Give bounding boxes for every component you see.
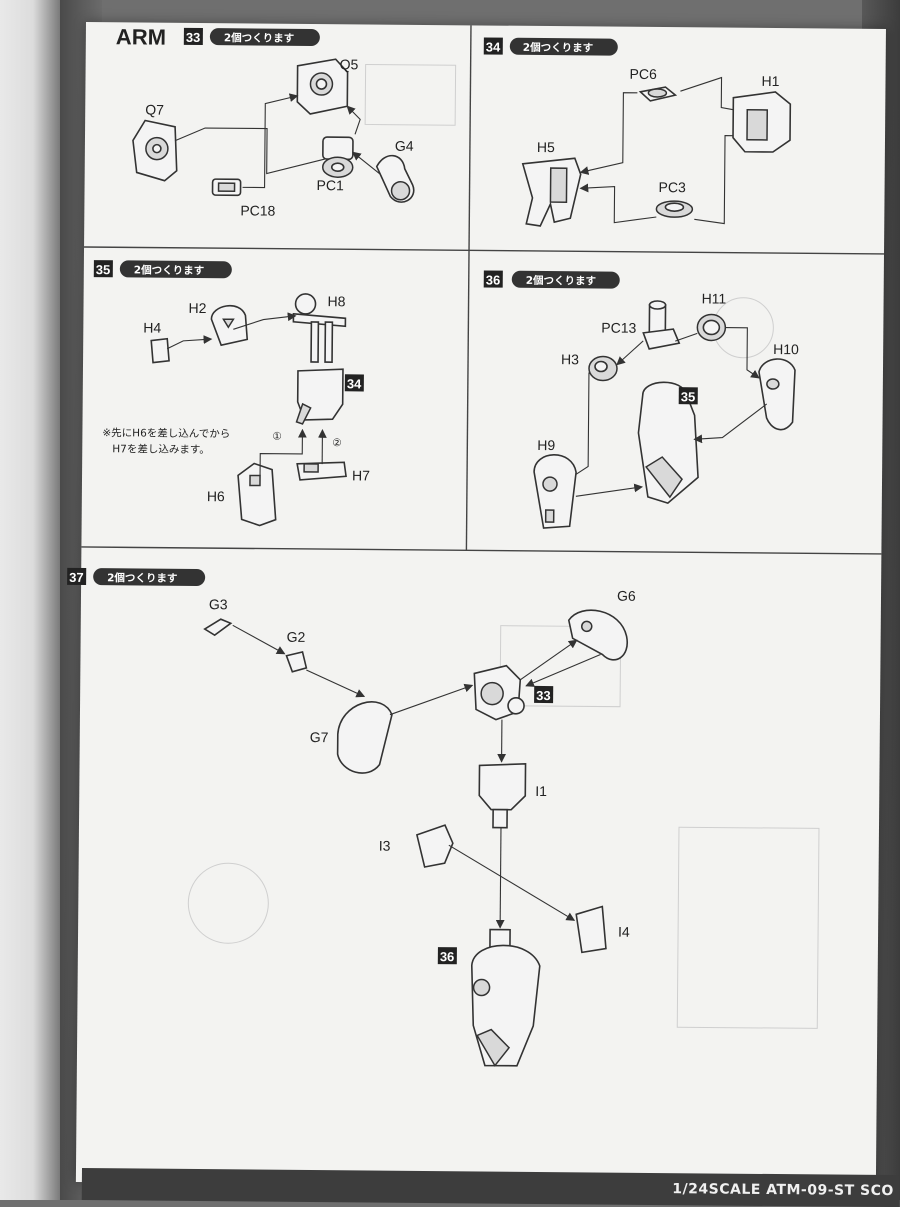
part-label-g3: G3 [209,596,228,612]
part-label-pc3: PC3 [659,179,687,195]
part-pc13-drawing [643,301,679,349]
step-number: 37 [69,570,84,585]
assembly-note-line2: H7を差し込みます。 [112,442,210,456]
part-36-assembly-drawing: 36 [437,929,540,1066]
part-label-g6: G6 [617,588,636,604]
part-h4-drawing [151,339,169,363]
part-label-h10: H10 [773,341,799,357]
step-number: 36 [486,272,501,287]
part-label-i3: I3 [379,838,391,854]
part-h6-drawing [238,463,277,525]
assembly-ref: 34 [347,376,362,391]
part-h11-drawing [697,314,725,340]
part-h3-drawing [589,356,617,380]
part-q7-drawing [133,120,178,180]
part-label-g7: G7 [310,729,329,745]
step-number: 34 [486,39,501,54]
part-33-assembly-drawing: 33 [474,665,553,720]
part-label-h2: H2 [188,300,206,316]
part-h9-drawing [534,455,577,529]
part-pc18-drawing [212,179,240,195]
assembly-ref: 36 [440,949,455,964]
instruction-sheet: ARM 33 2個つくります [76,22,886,1189]
part-pc3-drawing [656,201,692,217]
badge-text: 2個つくります [224,31,294,45]
part-g6-drawing [568,610,627,660]
order-mark-1: ① [272,431,282,443]
part-g3-drawing [205,619,231,635]
part-h10-drawing [758,359,795,430]
part-34-assembly-drawing: 34 [297,369,364,425]
part-g2-drawing [286,652,306,672]
part-i3-drawing [417,825,453,867]
part-label-h9: H9 [537,437,555,453]
part-g4-drawing [376,155,414,202]
assembly-ref: 35 [681,389,696,404]
part-h2-drawing [211,306,247,346]
assembly-ref: 33 [536,688,551,703]
part-h1-drawing [733,92,791,152]
adjacent-left-page [0,0,60,1200]
part-pc1-drawing [323,137,353,177]
step-33-panel: ARM 33 2個つくります [114,24,415,220]
part-h5-drawing [522,158,581,227]
part-label-g2: G2 [287,629,306,645]
part-label-i4: I4 [618,924,630,940]
order-mark-2: ② [332,437,342,449]
part-label-h3: H3 [561,351,579,367]
badge-text: 2個つくります [134,263,204,277]
badge-text: 2個つくります [523,41,593,55]
part-label-h6: H6 [207,488,225,504]
part-label-g4: G4 [395,138,414,154]
assembly-note-line1: ※先にH6を差し込んでから [102,426,230,440]
part-label-pc13: PC13 [601,320,636,336]
step-number: 35 [96,262,111,277]
show-through-ghosting [187,63,825,1028]
part-label-pc1: PC1 [317,177,345,193]
part-label-h7: H7 [352,467,370,483]
part-35-assembly-drawing: 35 [638,382,699,503]
footer-band: 1/24SCALE ATM-09-ST SCO [82,1168,900,1207]
step-37-panel: 37 2個つくります 33 [63,568,636,1067]
part-g7-drawing [337,702,392,774]
step-36-panel: 36 2個つくります 35 [482,270,800,530]
part-i1-drawing [479,763,526,827]
part-i4-drawing [576,906,606,952]
part-label-q7: Q7 [145,102,164,118]
step-34-panel: 34 2個つくります PC6 H1 H5 PC3 [482,37,791,228]
part-label-h1: H1 [761,73,779,89]
part-label-pc18: PC18 [240,202,275,218]
badge-text: 2個つくります [107,571,177,585]
part-label-h11: H11 [702,290,727,306]
step-35-panel: 35 2個つくります 34 [92,260,372,526]
part-pc6-drawing [640,87,675,101]
part-label-pc6: PC6 [629,66,657,82]
part-h7-drawing [297,462,346,480]
part-label-i1: I1 [535,783,547,799]
part-label-h8: H8 [328,293,346,309]
part-label-q5: Q5 [340,56,359,72]
footer-scale-title: 1/24SCALE ATM-09-ST SCO [672,1181,894,1199]
badge-text: 2個つくります [526,274,596,288]
part-label-h4: H4 [143,320,161,336]
section-title: ARM [116,24,166,49]
step-number: 33 [186,30,201,45]
assembly-diagram: ARM 33 2個つくります [76,22,886,1189]
part-label-h5: H5 [537,139,555,155]
